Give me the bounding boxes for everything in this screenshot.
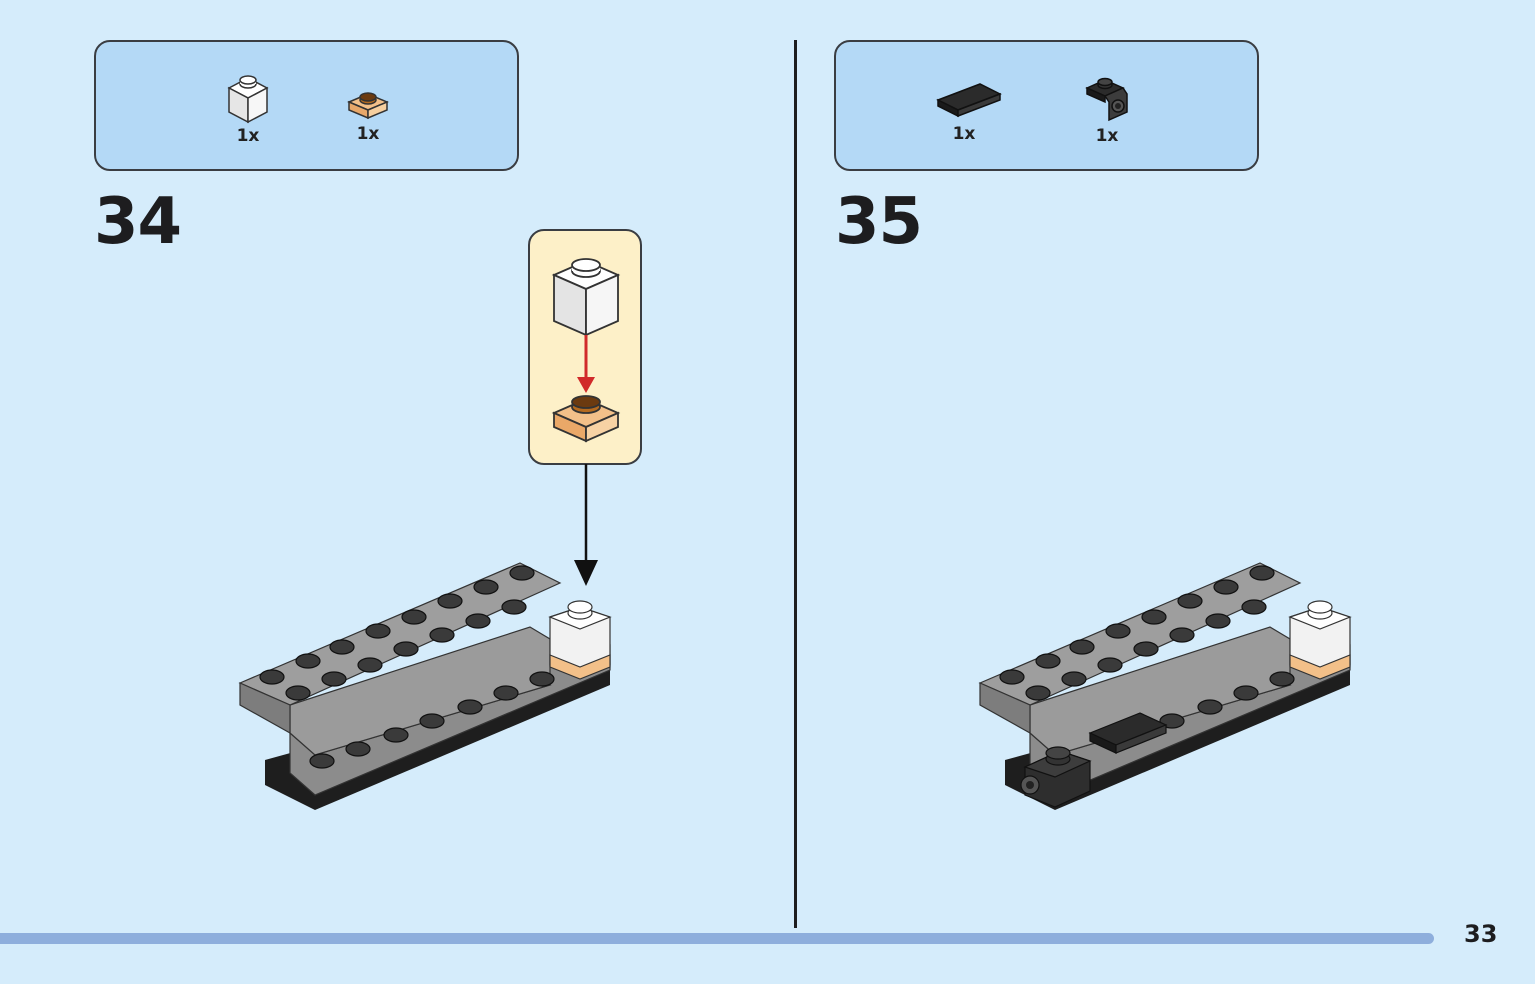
page-divider [794,40,797,928]
part-item: 1x [1077,72,1137,146]
white-brick-1x1-icon [551,258,621,337]
trans-orange-plate-1x1-icon [551,395,621,443]
subassembly-diagram [551,258,621,443]
part-quantity: 1x [356,124,380,144]
trans-orange-plate-1x1-icon [347,92,389,120]
parts-list-step-35: 1x 1x [834,40,1259,171]
parts-list-step-34: 1x 1x [94,40,519,171]
step-number-34: 34 [94,185,182,259]
black-tile-1x2-icon [936,83,1002,118]
model-step-35 [978,562,1352,810]
part-quantity: 1x [1095,126,1119,146]
part-quantity: 1x [952,124,976,144]
placement-arrow-icon [574,464,598,586]
part-item: 1x [934,78,1002,144]
part-item: 1x [218,70,278,146]
white-brick-1x1-icon [227,75,269,124]
subassembly-callout [528,229,642,465]
step-number-35: 35 [835,185,923,259]
footer-bar [0,933,1434,944]
model-step-34 [238,562,612,810]
part-quantity: 1x [236,126,260,146]
page-number: 33 [1464,920,1498,948]
black-bracket-icon [1085,77,1128,122]
part-item: 1x [338,88,398,144]
red-arrow-head-icon [577,377,595,393]
